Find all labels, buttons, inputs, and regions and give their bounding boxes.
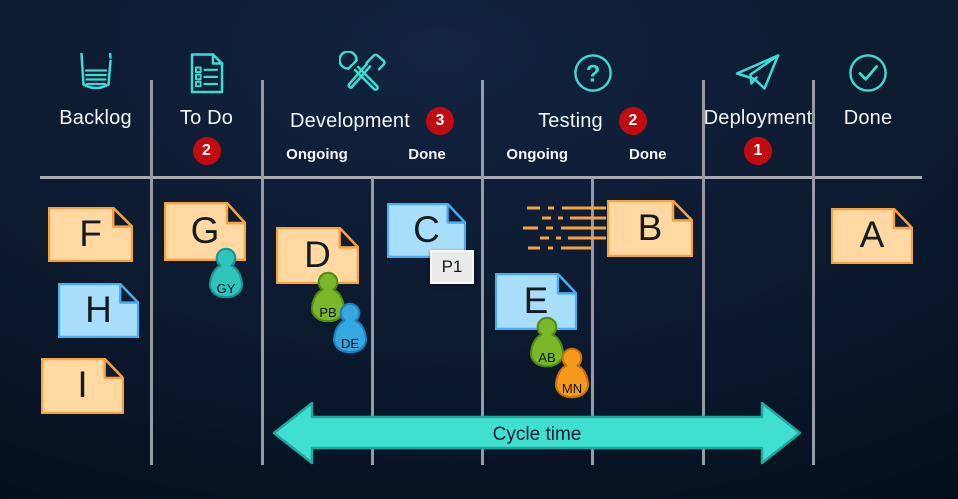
assignee-initials: MN <box>561 381 583 396</box>
card-letter: I <box>77 364 88 406</box>
subcolumn-label-development-ongoing: Ongoing <box>286 146 348 163</box>
column-header-backlog: Backlog <box>20 0 171 130</box>
column-header-development: Development 3 Ongoing Done <box>262 0 482 163</box>
divider-testing-ongoing-done <box>591 178 594 465</box>
cycle-time-label: Cycle time <box>492 424 582 445</box>
column-label-backlog: Backlog <box>59 107 132 129</box>
wip-limit-badge-deployment: 1 <box>744 137 772 165</box>
column-header-todo: To Do 2 <box>151 0 262 165</box>
wip-limit-badge-todo: 2 <box>192 137 221 165</box>
card-letter: E <box>523 279 549 321</box>
motion-lines <box>523 206 606 250</box>
assignee-DE[interactable]: DE <box>331 302 369 354</box>
divider-deployment-done <box>812 80 815 465</box>
column-label-development: Development <box>289 109 411 132</box>
card-H[interactable]: H <box>58 283 139 338</box>
column-header-done: Done <box>813 0 923 130</box>
cycle-time-arrow: Cycle time <box>272 402 802 466</box>
subcolumn-label-testing-done: Done <box>629 146 667 163</box>
column-label-todo: To Do <box>179 107 234 129</box>
assignee-AB[interactable]: AB <box>528 316 566 368</box>
divider-development-testing <box>481 80 484 465</box>
card-E[interactable]: E <box>495 273 577 330</box>
assignee-GY[interactable]: GY <box>207 247 245 299</box>
assignee-PB[interactable]: PB <box>309 271 347 323</box>
card-I[interactable]: I <box>41 358 124 414</box>
card-letter: B <box>637 206 663 248</box>
priority-tag-P1[interactable]: P1 <box>430 250 474 284</box>
wip-limit-badge-testing: 2 <box>618 107 647 135</box>
card-D[interactable]: D <box>276 227 359 284</box>
card-letter: D <box>304 233 331 275</box>
assignee-initials: AB <box>538 350 556 365</box>
column-header-deployment: Deployment 1 <box>703 0 813 165</box>
column-header-testing: ? Testing 2 Ongoing Done <box>482 0 703 163</box>
divider-backlog-todo <box>150 80 153 465</box>
card-letter: F <box>79 212 102 254</box>
divider-testing-deployment <box>702 80 705 465</box>
subcolumn-label-testing-ongoing: Ongoing <box>506 146 569 163</box>
card-F[interactable]: F <box>48 207 133 262</box>
done-check-icon <box>849 54 887 92</box>
divider-development-ongoing-done <box>371 178 374 465</box>
column-label-deployment: Deployment <box>703 107 813 129</box>
assignee-initials: DE <box>340 336 360 351</box>
card-letter: G <box>190 209 220 251</box>
assignee-initials: PB <box>319 305 337 320</box>
assignee-initials: GY <box>216 281 236 296</box>
divider-todo-development <box>261 80 264 465</box>
card-G[interactable]: G <box>164 202 246 261</box>
assignee-MN[interactable]: MN <box>553 347 591 399</box>
card-letter: H <box>85 288 112 330</box>
todo-checklist-icon <box>190 52 223 93</box>
card-letter: C <box>413 208 440 250</box>
development-tools-icon <box>339 51 386 91</box>
wip-limit-badge-development: 3 <box>426 107 455 135</box>
column-label-done: Done <box>843 107 893 129</box>
testing-question-icon: ? <box>573 54 612 92</box>
backlog-basket-icon <box>79 52 112 90</box>
deployment-paper-plane-icon <box>735 54 780 90</box>
card-letter: A <box>859 214 885 256</box>
card-A[interactable]: A <box>831 208 913 264</box>
card-C[interactable]: C <box>387 203 466 258</box>
svg-text:?: ? <box>585 61 600 88</box>
card-B[interactable]: B <box>607 200 693 257</box>
column-label-testing: Testing <box>538 109 603 132</box>
subcolumn-label-development-done: Done <box>408 146 446 163</box>
